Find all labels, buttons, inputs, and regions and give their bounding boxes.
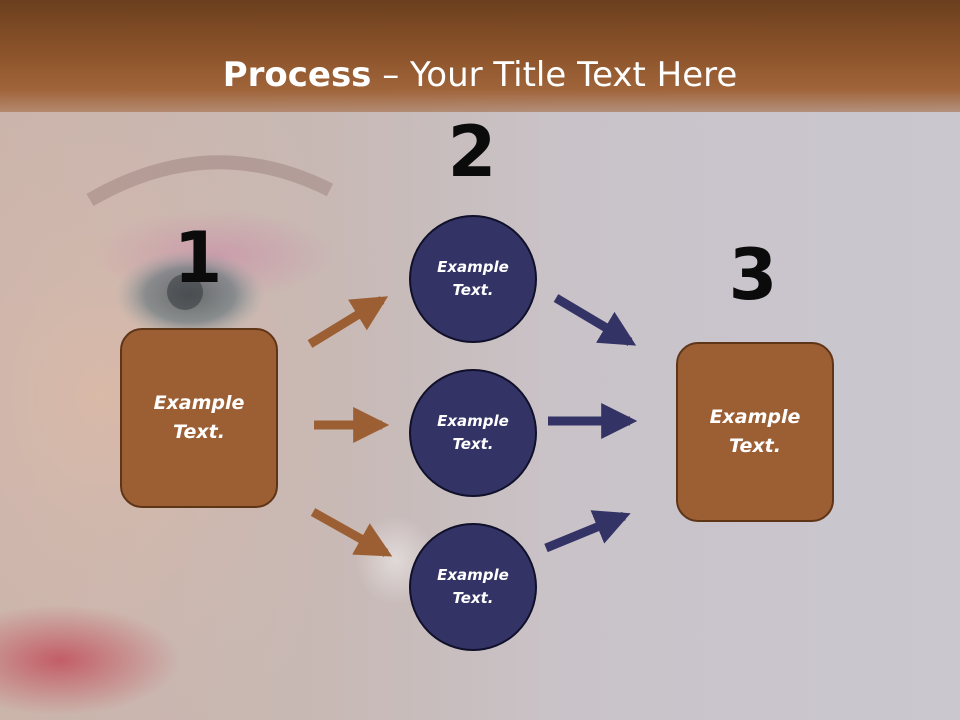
step-number-1: 1 — [173, 217, 223, 299]
left-step-box: Example Text. — [120, 328, 278, 508]
circle-middle: Example Text. — [409, 369, 537, 497]
circle-top: Example Text. — [409, 215, 537, 343]
circle-top-text: Example Text. — [437, 258, 509, 299]
arrow-bottom-to-3 — [544, 510, 631, 553]
step-number-3: 3 — [728, 234, 778, 316]
title-rest: – Your Title Text Here — [371, 55, 738, 95]
circle-bottom: Example Text. — [409, 523, 537, 651]
title-bar — [0, 0, 960, 112]
circle-bottom-text: Example Text. — [437, 566, 509, 607]
right-step-box: Example Text. — [676, 342, 834, 522]
arrow-1-to-top — [307, 296, 389, 348]
right-step-box-text: Example Text. — [709, 406, 801, 457]
left-step-box-text: Example Text. — [153, 392, 245, 443]
arrow-top-to-3 — [553, 294, 637, 346]
arrow-1-to-bottom — [310, 508, 393, 557]
circle-middle-text: Example Text. — [437, 412, 509, 453]
step-number-2: 2 — [447, 111, 497, 193]
slide-title: Process – Your Title Text Here — [0, 52, 960, 98]
title-bold: Process — [222, 55, 372, 95]
